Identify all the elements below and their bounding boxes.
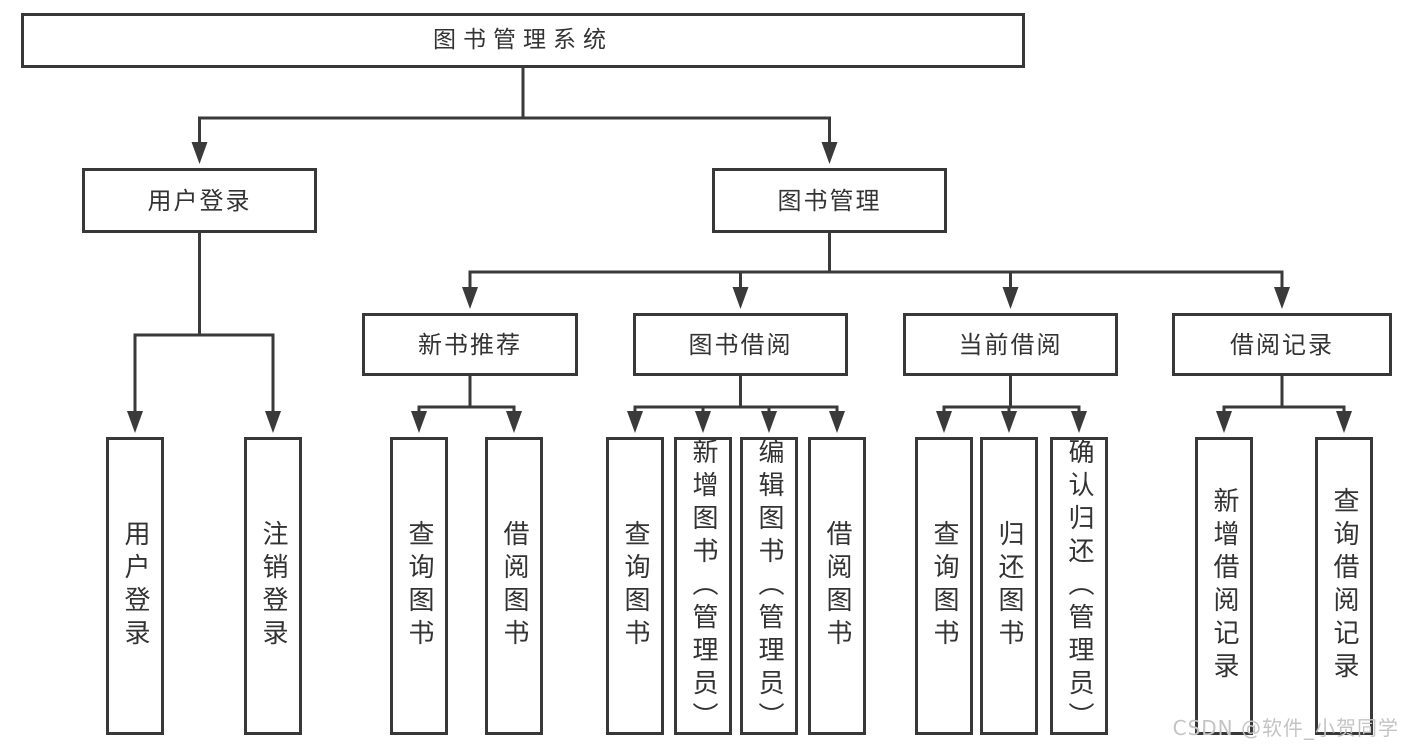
node-label-borrow-records: 借阅记录 [1230,330,1334,359]
node-leaf-logout: 注销登录 [244,437,302,735]
node-new-book-rec: 新书推荐 [362,313,578,376]
node-user-login: 用户登录 [82,168,317,233]
node-label-leaf-user-login: 用户登录 [120,520,150,652]
node-leaf-borrow-book-new: 借阅图书 [485,437,543,735]
node-leaf-return-book: 归还图书 [980,437,1038,735]
node-leaf-query-borrow-record: 查询借阅记录 [1315,437,1373,735]
connector-from-borrow-records [1216,374,1352,433]
node-label-leaf-logout: 注销登录 [258,520,288,652]
arrowhead-icon [695,411,711,433]
node-current-borrow: 当前借阅 [903,313,1118,376]
node-label-current-borrow: 当前借阅 [958,330,1063,359]
connector-from-new-book-rec [411,374,522,433]
node-label-leaf-borrow-book: 借阅图书 [822,520,852,652]
node-label-user-login: 用户登录 [147,186,252,215]
node-leaf-confirm-return: 确认归还（管理员） [1050,437,1108,735]
node-label-leaf-query-book-borrow: 查询图书 [620,520,650,652]
node-label-leaf-add-borrow-record: 新增借阅记录 [1209,487,1239,685]
node-label-leaf-return-book: 归还图书 [994,520,1024,652]
node-label-leaf-query-book-current: 查询图书 [929,520,959,652]
node-book-mgmt: 图书管理 [712,168,947,233]
arrowhead-icon [1002,287,1019,309]
node-label-new-book-rec: 新书推荐 [418,330,522,359]
connector-from-current-borrow [936,374,1087,433]
connector-from-root [191,66,838,164]
arrowhead-icon [506,411,522,433]
node-leaf-query-book-borrow: 查询图书 [606,437,664,735]
node-leaf-query-book-new: 查询图书 [390,437,448,735]
node-leaf-user-login: 用户登录 [106,437,164,735]
node-label-leaf-borrow-book-new: 借阅图书 [499,520,529,652]
node-label-book-mgmt: 图书管理 [777,186,882,215]
node-label-book-borrow: 图书借阅 [688,330,793,359]
node-label-leaf-edit-book: 编辑图书（管理员） [754,437,784,735]
arrowhead-icon [627,411,643,433]
arrowhead-icon [1001,411,1017,433]
arrowhead-icon [1216,411,1232,433]
arrowhead-icon [411,411,427,433]
arrowhead-icon [732,287,749,309]
arrowhead-icon [821,142,838,164]
node-leaf-edit-book: 编辑图书（管理员） [740,437,798,735]
arrowhead-icon [761,411,777,433]
connector-from-book-borrow [627,374,845,433]
node-label-leaf-query-book-new: 查询图书 [404,520,434,652]
connector-from-book-mgmt [462,231,1290,309]
arrowhead-icon [1071,411,1087,433]
node-label-leaf-add-book: 新增图书（管理员） [688,437,718,735]
node-leaf-add-borrow-record: 新增借阅记录 [1195,437,1253,735]
arrowhead-icon [462,287,478,309]
arrowhead-icon [127,411,143,433]
node-root: 图书管理系统 [21,13,1025,68]
node-leaf-add-book: 新增图书（管理员） [674,437,732,735]
arrowhead-icon [936,411,952,433]
node-leaf-borrow-book: 借阅图书 [808,437,866,735]
arrowhead-icon [265,411,281,433]
arrowhead-icon [191,142,208,164]
node-book-borrow: 图书借阅 [633,313,848,376]
node-borrow-records: 借阅记录 [1172,313,1392,376]
arrowhead-icon [829,411,845,433]
arrowhead-icon [1336,411,1352,433]
connector-from-user-login [127,231,281,433]
node-label-root: 图书管理系统 [433,27,613,53]
node-label-leaf-confirm-return: 确认归还（管理员） [1064,437,1094,735]
node-leaf-query-book-current: 查询图书 [915,437,973,735]
arrowhead-icon [1274,287,1290,309]
node-label-leaf-query-borrow-record: 查询借阅记录 [1329,487,1359,685]
